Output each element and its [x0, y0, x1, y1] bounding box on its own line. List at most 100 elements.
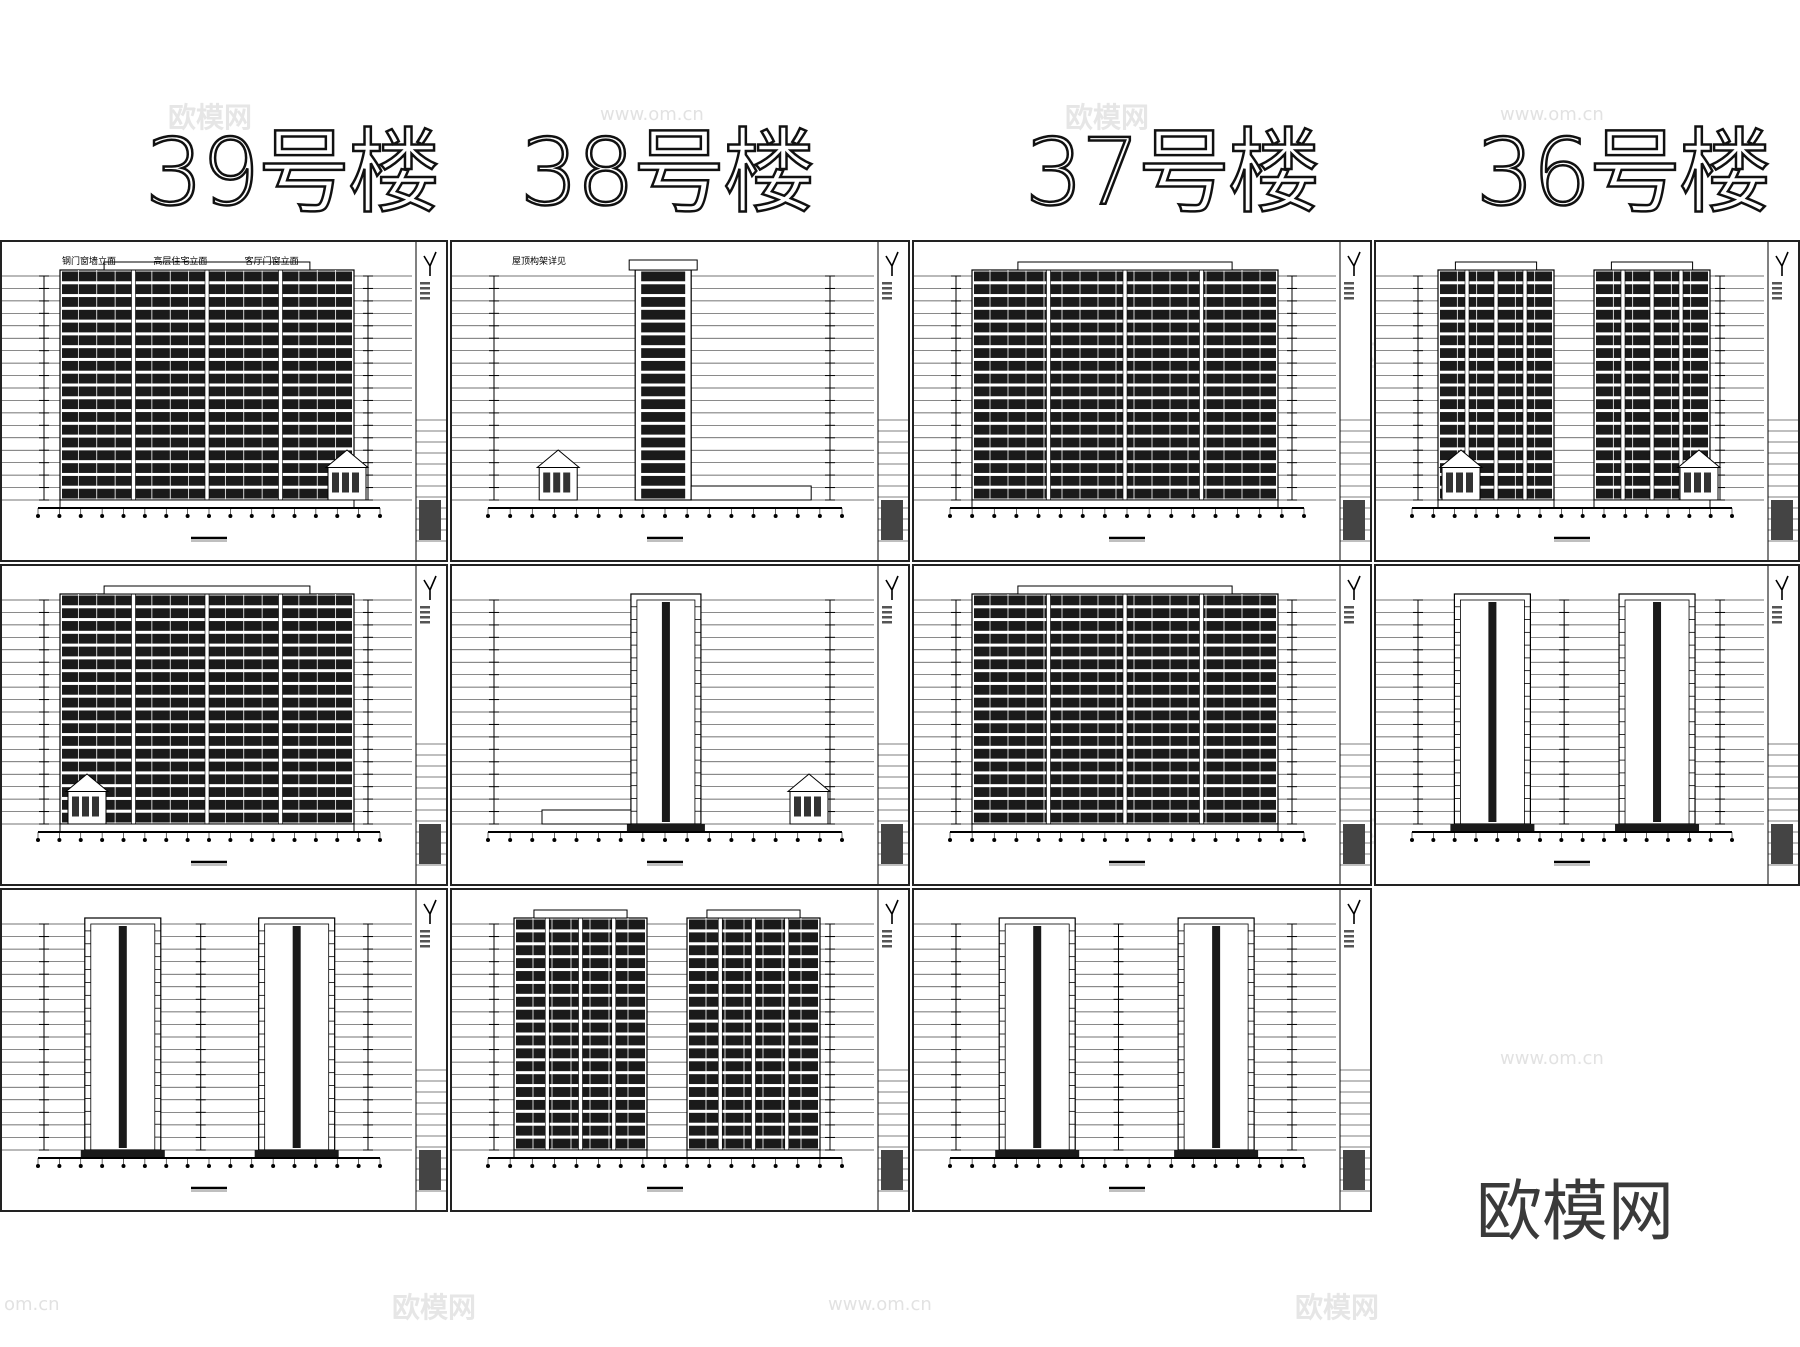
legend-entry: [1344, 287, 1354, 290]
roof-parapet: [103, 585, 311, 595]
elevation-sheet-b39-front: 钢门窗墙立面高层住宅立面客厅门窗立面: [0, 240, 448, 562]
pier: [1122, 593, 1128, 825]
grid-axis-marker: [1147, 514, 1152, 518]
grid-axis-marker: [142, 838, 147, 842]
elevation-drawing: [914, 242, 1370, 560]
legend-entry: [1344, 616, 1354, 619]
grid-axis-marker: [1169, 1164, 1174, 1168]
stair-strip: [118, 926, 127, 1148]
podium: [1593, 499, 1711, 509]
window-band: [641, 271, 686, 282]
grid-axis-marker: [1708, 514, 1713, 518]
legend-entry: [882, 297, 892, 300]
grid-axis-marker: [1147, 838, 1152, 842]
grid-axis-marker: [249, 514, 254, 518]
grid-axis-marker: [1279, 838, 1284, 842]
legend-entry: [1772, 621, 1782, 624]
roof-parapet: [1454, 261, 1538, 271]
grid-axis-marker: [707, 1164, 712, 1168]
base-block: [626, 824, 705, 832]
elevation-drawing: [914, 566, 1370, 884]
grid-axis-marker: [335, 514, 340, 518]
elevation-drawing: [1376, 242, 1798, 560]
grid-axis-marker: [508, 1164, 513, 1168]
grid-axis-marker: [1213, 514, 1218, 518]
base-block: [254, 1150, 339, 1158]
elevation-drawing: [1376, 566, 1798, 884]
elevation-sheet-b38-side: [450, 564, 910, 886]
elevation-note: 屋顶构架详见: [512, 255, 566, 267]
window-band: [641, 309, 686, 320]
grid-axis-marker: [249, 1164, 254, 1168]
grid-axis-marker: [1580, 514, 1585, 518]
building-facade: [634, 269, 692, 501]
grid-axis-marker: [1559, 838, 1564, 842]
legend-entry: [1772, 287, 1782, 290]
grid-axis-marker: [1191, 514, 1196, 518]
grid-axis-marker: [292, 838, 297, 842]
grid-axis-marker: [1257, 514, 1262, 518]
grid-axis-marker: [1213, 1164, 1218, 1168]
legend-entry: [420, 940, 430, 943]
window-band: [641, 297, 686, 307]
grid-axis-marker: [508, 838, 513, 842]
podium: [513, 1149, 648, 1159]
watermark-brand: 欧模网: [1295, 1291, 1380, 1324]
grid-axis-marker: [1602, 838, 1606, 842]
roof-parapet: [628, 259, 698, 271]
grid-axis-marker: [1125, 1164, 1129, 1168]
elevation-sheet-b37-side: [912, 888, 1372, 1212]
grid-axis-marker: [142, 514, 147, 518]
grid-axis-marker: [164, 1164, 169, 1168]
grid-axis-marker: [1036, 838, 1041, 842]
grid-axis-marker: [552, 838, 557, 842]
grid-axis-marker: [1516, 838, 1521, 842]
legend-entry: [1772, 297, 1782, 300]
roof-parapet: [1017, 585, 1233, 595]
annex-window: [814, 796, 821, 817]
grid-axis-marker: [1687, 838, 1692, 842]
grid-axis-marker: [795, 1164, 800, 1168]
annex-window: [352, 472, 359, 493]
grid-axis-marker: [948, 838, 952, 842]
legend-entry: [420, 611, 430, 614]
grid-axis-marker: [817, 514, 822, 518]
elevation-note: 客厅门窗立面: [245, 255, 299, 267]
grid-axis-marker: [596, 838, 601, 842]
elevation-drawing: 钢门窗墙立面高层住宅立面客厅门窗立面: [2, 242, 446, 560]
grid-axis-marker: [1302, 514, 1306, 518]
podium: [690, 485, 812, 501]
title-block-stamp: [1771, 824, 1793, 864]
grid-axis-marker: [249, 838, 254, 842]
grid-axis-marker: [78, 514, 83, 518]
grid-axis-marker: [707, 838, 712, 842]
pier: [1620, 269, 1626, 501]
pier: [204, 593, 210, 825]
grid-axis-marker: [970, 838, 975, 842]
title-block-stamp: [1343, 1150, 1365, 1190]
stair-strip: [1033, 926, 1042, 1148]
pier: [611, 917, 617, 1151]
building-37-title: 37号楼: [1024, 118, 1322, 228]
annex-roof: [535, 449, 581, 468]
title-block-stamp: [881, 1150, 903, 1190]
legend-entry: [420, 945, 430, 948]
grid-axis-marker: [57, 514, 62, 518]
legend-entry: [1344, 945, 1354, 948]
grid-axis-marker: [1602, 514, 1606, 518]
grid-axis-marker: [1538, 514, 1542, 518]
legend-entry: [420, 297, 430, 300]
podium: [59, 823, 355, 833]
grid-axis-marker: [1279, 514, 1284, 518]
north-arrow-icon: [423, 251, 437, 276]
grid-axis-marker: [486, 514, 490, 518]
pier: [131, 269, 136, 501]
annex-window: [553, 472, 561, 493]
grid-axis-marker: [663, 514, 667, 518]
legend-entry: [1772, 282, 1782, 285]
grid-axis-marker: [1058, 838, 1063, 842]
grid-axis-marker: [1102, 1164, 1107, 1168]
building-38-title: 38号楼: [519, 118, 817, 228]
grid-axis-marker: [530, 1164, 535, 1168]
roof-parapet: [706, 909, 801, 919]
